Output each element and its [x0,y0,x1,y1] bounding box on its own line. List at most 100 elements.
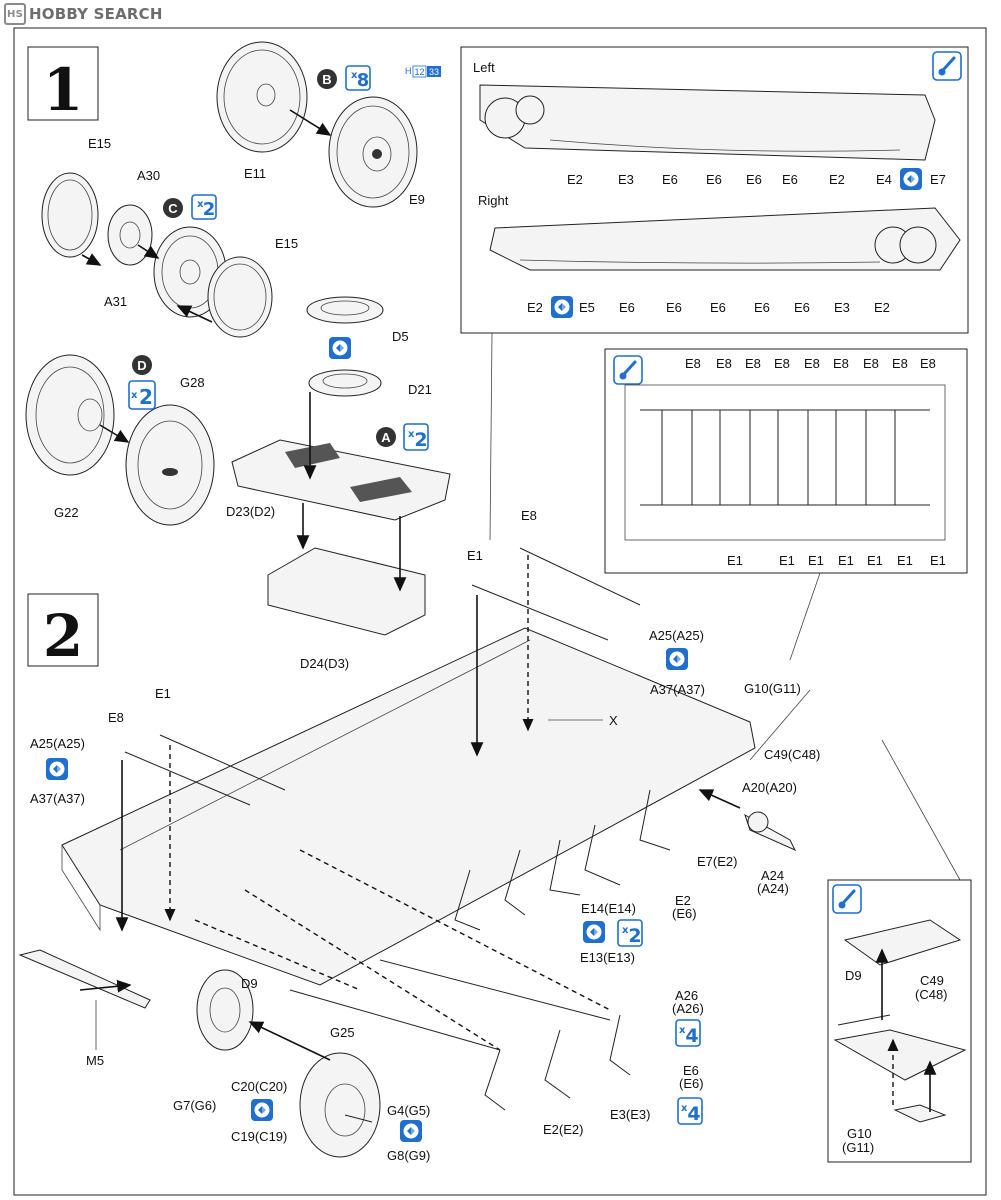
svg-text:E8: E8 [774,356,790,371]
svg-text:E3: E3 [618,172,634,187]
hull-left-view [479,84,936,161]
label-e15-a: E15 [88,136,111,151]
road-wheel-e9 [328,96,418,208]
inset-left-right [460,46,969,334]
inset-hatch-parts [833,919,967,1123]
label-e14: E14(E14) [581,901,636,916]
label-e6-b: (E6) [679,1076,704,1091]
inset-left-title: Left [473,60,495,75]
paint-icon [612,354,644,386]
ring-e15-b [207,256,273,338]
cement-icon [329,337,351,359]
inset-label-c49-a: C49 [920,973,944,988]
label-e2-c: E2(E2) [543,1122,583,1137]
label-a37-a: A37(A37) [650,682,705,697]
label-a24-a: A24 [761,868,784,883]
svg-text:E1: E1 [897,553,913,568]
label-e11: E11 [244,166,266,181]
svg-text:E1: E1 [838,553,854,568]
svg-text:x: x [408,429,415,440]
paint-icon [831,883,863,915]
svg-text:E8: E8 [920,356,936,371]
qty-e14: x 2 [617,919,643,947]
label-d5: D5 [392,329,409,344]
inset-label-g10-b: (G11) [842,1140,874,1155]
label-e13: E13(E13) [580,950,635,965]
svg-text:x: x [197,199,204,210]
inset-hatch-detail [827,879,972,1163]
svg-text:E8: E8 [892,356,908,371]
label-a31: A31 [104,294,127,309]
svg-text:2: 2 [203,199,216,220]
inset-torsion-bars [604,348,968,574]
paint-reference: H 12 33 [405,65,441,78]
label-d9: D9 [241,976,258,991]
svg-text:E6: E6 [619,300,635,315]
label-a25-a: A25(A25) [649,628,704,643]
svg-text:E7: E7 [930,172,946,187]
inset-label-c49-b: (C48) [915,987,948,1002]
step-1-badge: 1 [27,46,99,124]
sprocket-g28 [125,404,215,526]
svg-text:E8: E8 [716,356,732,371]
svg-text:4: 4 [687,1103,700,1125]
label-e6-a: E6 [683,1063,699,1078]
label-e2-b: (E6) [672,906,697,921]
label-g25: G25 [330,1025,355,1040]
svg-text:2: 2 [43,602,83,670]
svg-text:E6: E6 [710,300,726,315]
sub-assembly-a: A x 2 [376,423,429,451]
label-e15-b: E15 [275,236,298,251]
svg-text:H: H [405,66,412,76]
svg-text:E6: E6 [706,172,722,187]
svg-text:E1: E1 [779,553,795,568]
svg-text:8: 8 [357,70,370,91]
hub-a30 [107,204,153,266]
svg-text:2: 2 [139,385,153,409]
inset-label-g10-a: G10 [847,1126,872,1141]
svg-text:E1: E1 [930,553,946,568]
label-g10: G10(G11) [744,681,801,696]
arms-lower [484,1014,631,1111]
label-c49: C49(C48) [764,747,820,762]
disc-d21 [308,369,382,397]
label-g22: G22 [54,505,79,520]
label-a26-a: A26 [675,988,698,1003]
svg-text:2: 2 [628,925,641,947]
svg-text:E4: E4 [876,172,892,187]
svg-text:E6: E6 [782,172,798,187]
part-a24 [744,811,797,852]
label-e8-a: E8 [521,508,537,523]
svg-text:x: x [679,1025,686,1036]
qty-e6: x 4 [677,1097,703,1125]
label-e3: E3(E3) [610,1107,650,1122]
label-m5: M5 [86,1053,104,1068]
label-g7: G7(G6) [173,1098,216,1113]
svg-text:x: x [681,1103,688,1114]
svg-text:x: x [622,925,629,936]
road-wheel-e11 [216,41,308,153]
svg-text:C: C [168,201,178,216]
svg-text:E8: E8 [804,356,820,371]
label-a24-b: (A24) [757,881,789,896]
watermark: HS HOBBY SEARCH [4,3,163,25]
svg-text:E1: E1 [727,553,743,568]
label-d24: D24(D3) [300,656,349,671]
svg-text:E8: E8 [745,356,761,371]
label-e8-b: E8 [108,710,124,725]
label-a20: A20(A20) [742,780,797,795]
svg-text:E2: E2 [567,172,583,187]
part-m5 [18,949,151,1009]
svg-text:A: A [381,430,391,445]
svg-text:E1: E1 [867,553,883,568]
sprocket-g22 [25,354,115,476]
box-d24 [267,547,426,636]
label-x: X [609,713,618,728]
label-c20: C20(C20) [231,1079,287,1094]
svg-text:12: 12 [414,67,424,77]
inset-right-labels: E2 E5 E6 E6 E6 E6 E6 E3 E2 [527,296,890,318]
torsion-bars-long [194,849,611,1051]
inset-left-labels: E2 E3 E6 E6 E6 E6 E2 E4 E7 [567,168,946,190]
label-e1-b: E1 [155,686,171,701]
